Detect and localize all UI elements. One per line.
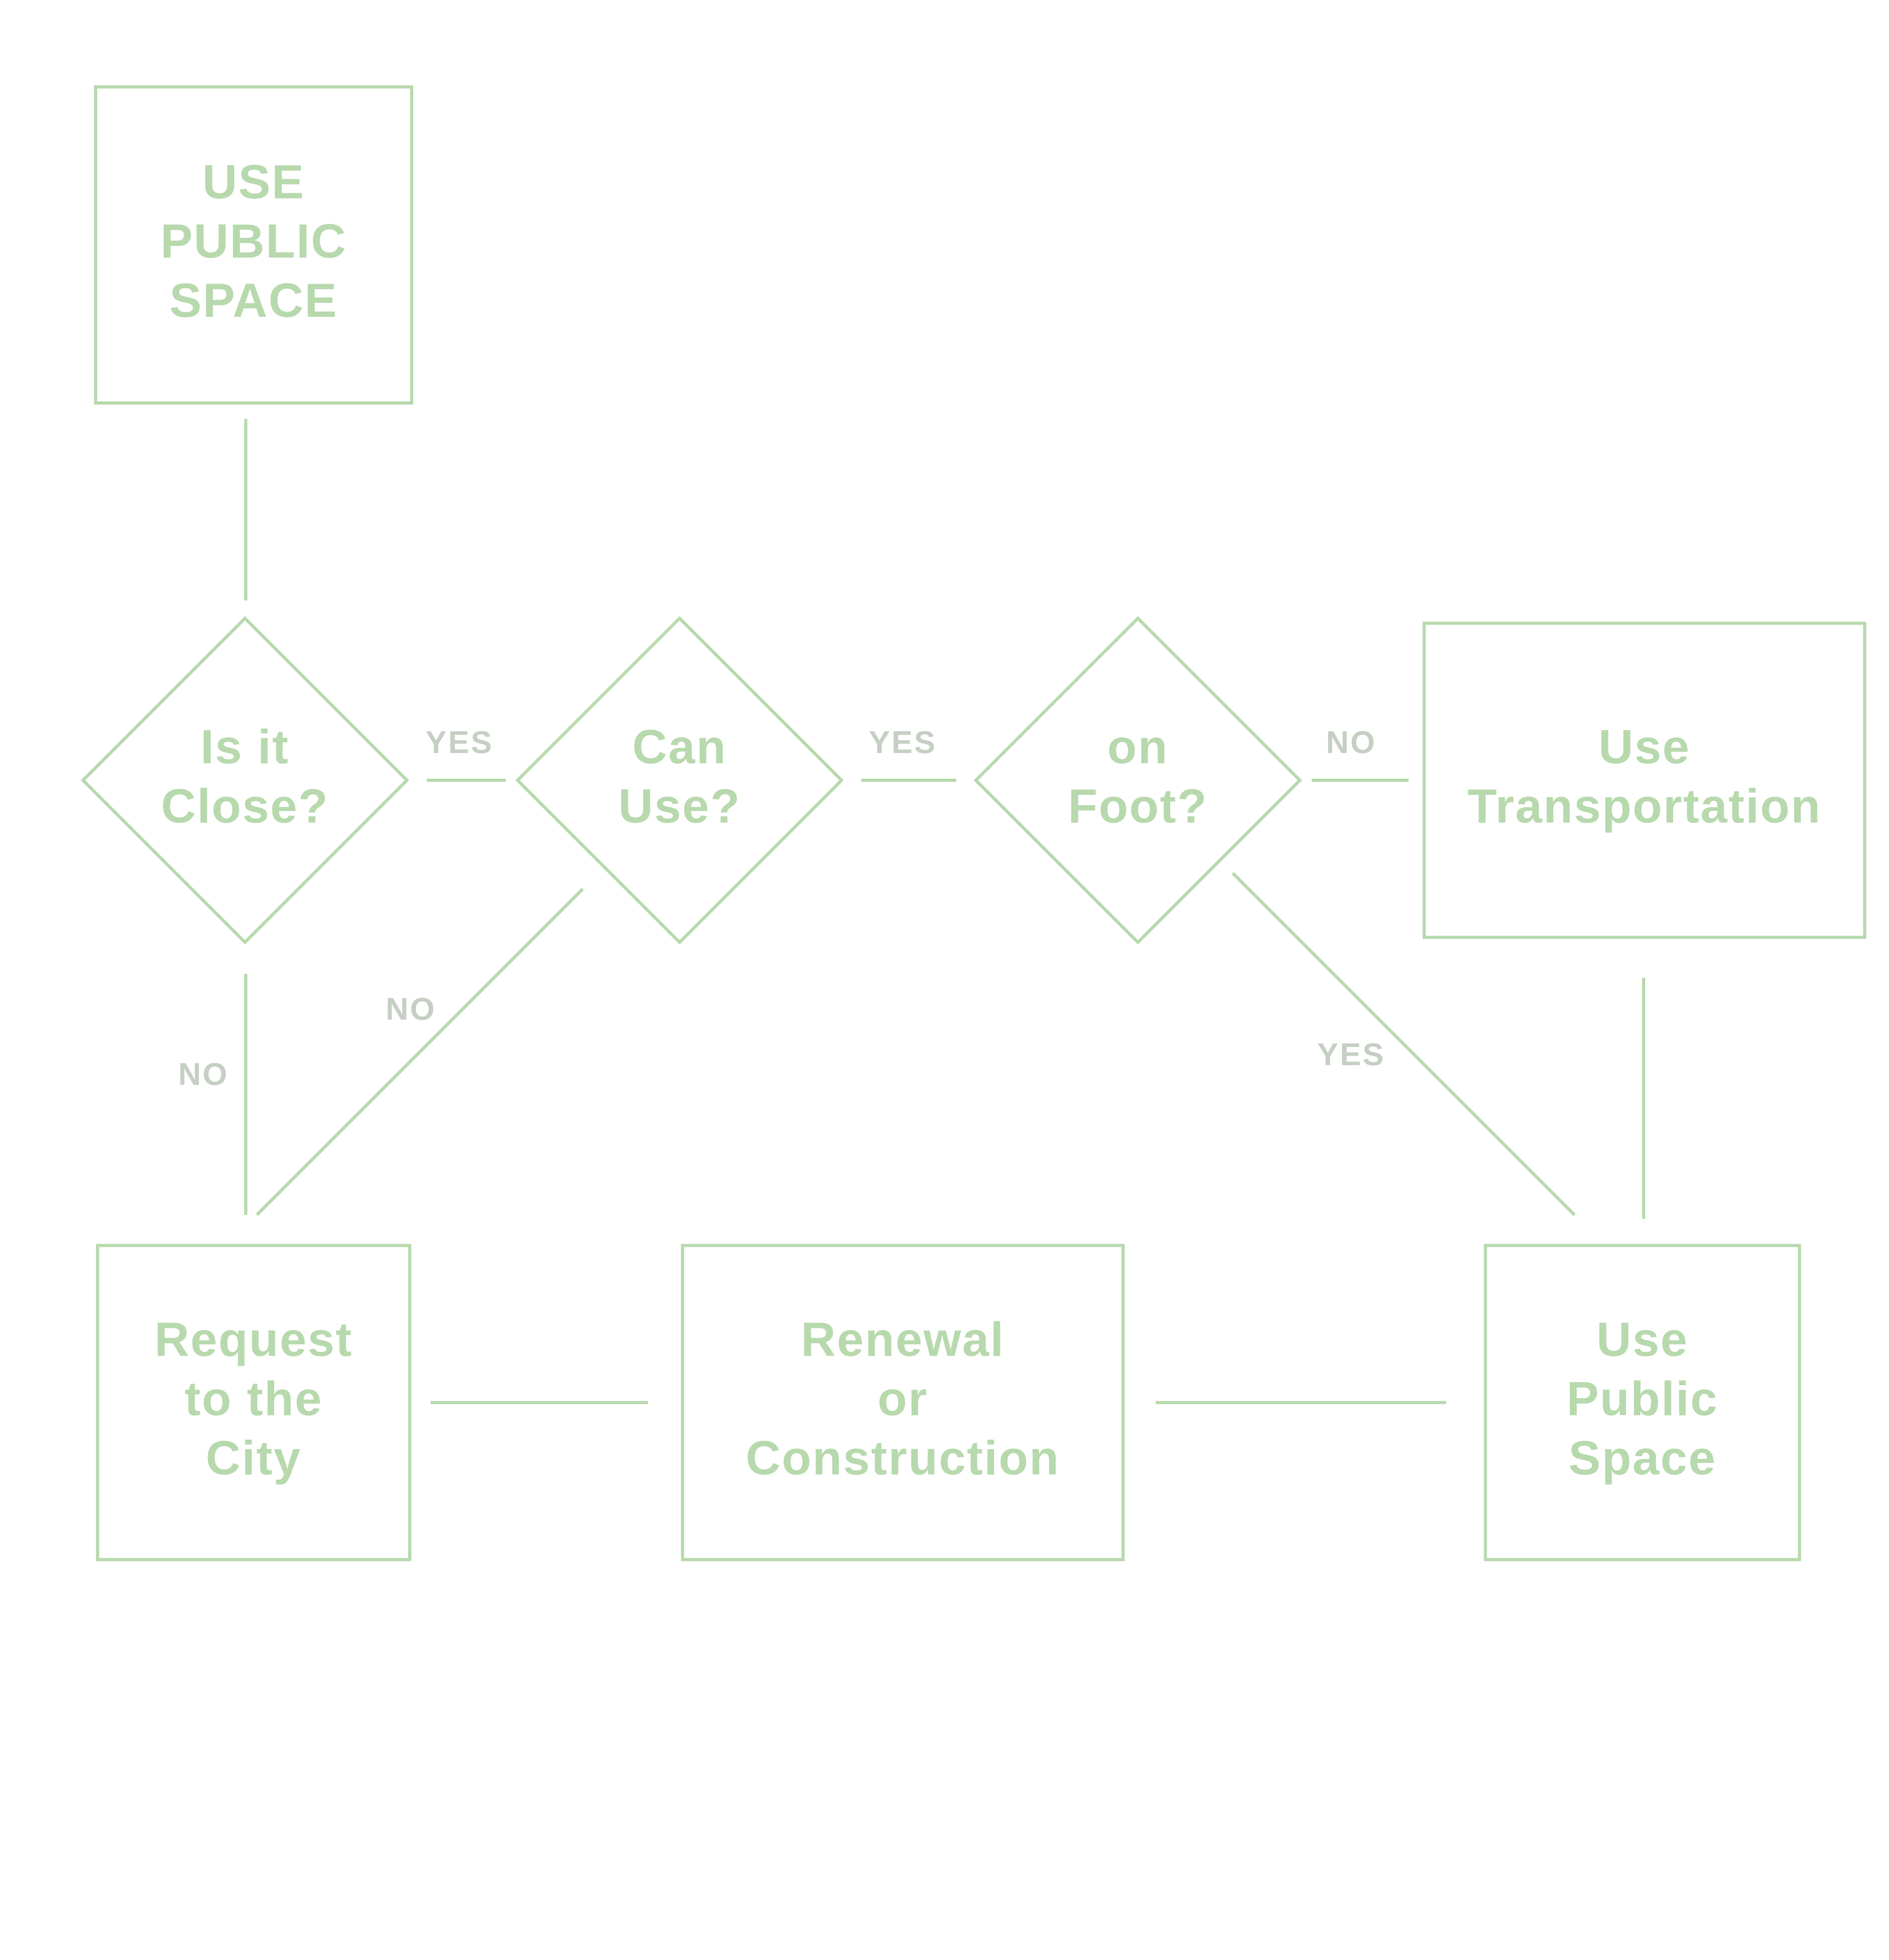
node-label-line: Can — [632, 720, 727, 774]
edge-label-is_close-to-request: NO — [178, 1056, 229, 1092]
process-box — [96, 1244, 411, 1561]
node-label-line: PUBLIC — [160, 214, 347, 268]
node-label-line: USE — [202, 155, 305, 209]
node-label-line: Renewal — [801, 1312, 1005, 1366]
process-box — [681, 1244, 1125, 1561]
node-label-line: Use — [1597, 1312, 1689, 1366]
node-label-line: Transportation — [1467, 779, 1821, 833]
node-label-line: City — [206, 1431, 301, 1485]
process-box — [94, 85, 413, 405]
node-label-line: Use — [1599, 720, 1691, 774]
connectors — [244, 419, 1645, 1404]
node-label-line: on — [1107, 720, 1168, 774]
edge-label-on_foot-to-transport: NO — [1326, 725, 1377, 760]
decision-diamond — [515, 616, 844, 945]
edge-label-can_use-to-on_foot: YES — [869, 725, 937, 760]
node-label-line: or — [878, 1372, 928, 1425]
edge-label-is_close-to-can_use: YES — [426, 725, 493, 760]
arrow-can_use-to-request — [256, 888, 584, 1216]
arrow-on_foot-to-use_space — [1232, 872, 1576, 1216]
node-label-line: Use? — [618, 779, 741, 833]
process-box — [1484, 1244, 1801, 1561]
node-label-line: Request — [154, 1312, 353, 1366]
node-label-line: Public — [1567, 1372, 1718, 1425]
node-label-line: SPACE — [170, 273, 338, 327]
decision-diamond — [974, 616, 1302, 945]
node-label-line: Space — [1569, 1431, 1716, 1485]
edge-label-can_use-to-request: NO — [386, 991, 436, 1026]
decision-diamond — [81, 616, 409, 945]
node-label-line: Close? — [161, 779, 329, 833]
node-label-line: to the — [185, 1372, 323, 1425]
node-label-line: Is it — [200, 720, 289, 774]
node-label-line: Construction — [746, 1431, 1060, 1485]
edge-labels: YES YES NO NO NO YES — [178, 725, 1385, 1092]
edge-label-on_foot-to-use_space: YES — [1317, 1037, 1385, 1072]
node-label-line: Foot? — [1068, 779, 1208, 833]
process-box — [1422, 621, 1866, 939]
